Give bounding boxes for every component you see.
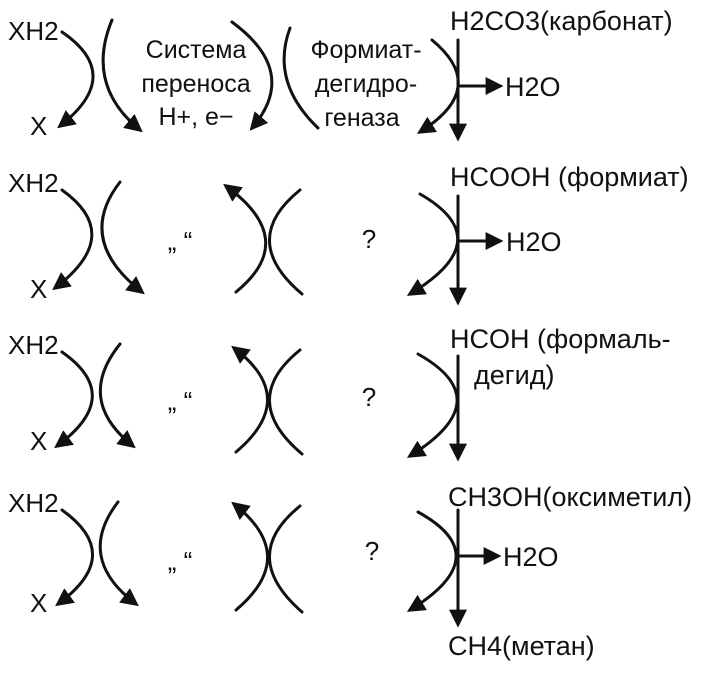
row-2-enzyme-unknown: ? [362, 224, 376, 254]
row-3-substrate-label-line-1: HCOH (формаль- [450, 324, 671, 354]
row-1-donor-arc [57, 30, 95, 129]
row-3-transfer-arc-left [98, 342, 136, 449]
row-3: XH2 X „ “ ? HCOH (формаль- дегид) [8, 324, 671, 462]
row-2-acceptor-label: X [30, 274, 47, 304]
row-2-substrate-arc [406, 192, 460, 296]
row-4-ditto-mark: „ “ [168, 546, 193, 576]
row-2-donor-label: XH2 [8, 168, 59, 198]
row-2-water-label: H2O [506, 227, 562, 257]
row-4-product-label: CH4(метан) [448, 631, 595, 661]
row-1-middle-2-line-1: Формиат- [310, 36, 421, 64]
row-3-acceptor-label: X [30, 426, 47, 456]
row-1-middle-2-line-2: дегидро- [315, 70, 417, 98]
row-4-transfer-arc-right [231, 501, 269, 612]
row-4-water-label: H2O [503, 542, 559, 572]
row-1-middle-2-line-3: геназа [324, 104, 399, 132]
row-3-transfer-arc-right [231, 345, 269, 454]
row-2-enzyme-arc-left [268, 188, 304, 296]
row-4-donor-arc [55, 508, 94, 607]
row-1-substrate-arc [416, 38, 460, 134]
row-1-middle-1-line-1: Система [146, 36, 247, 64]
row-4-enzyme-unknown: ? [365, 536, 379, 566]
row-4-acceptor-label: X [30, 588, 47, 618]
row-3-donor-arc [54, 350, 94, 449]
row-2: XH2 X „ “ ? HCOOH (формиат) H2O [8, 162, 689, 306]
row-3-ditto-mark: „ “ [168, 386, 193, 416]
row-1-donor-label: XH2 [8, 16, 59, 46]
row-4-donor-label: XH2 [8, 488, 59, 518]
row-3-substrate-label-line-2: дегид) [474, 360, 554, 390]
row-1-transfer-arc-left [101, 18, 143, 133]
row-3-enzyme-unknown: ? [362, 382, 376, 412]
row-1: XH2 X Система переноса H+, e− Формиат- д… [8, 6, 673, 142]
row-1-middle-1-line-3: H+, e− [158, 103, 233, 131]
row-1-water-label: H2O [505, 72, 561, 102]
row-2-donor-arc [52, 188, 94, 291]
row-2-substrate-label: HCOOH (формиат) [450, 162, 689, 192]
row-3-enzyme-arc-left [268, 348, 304, 456]
row-4-transfer-arc-left [98, 500, 139, 607]
row-1-middle-1-line-2: переноса [141, 70, 250, 98]
row-1-transfer-arc-right [230, 20, 274, 131]
row-4-substrate-arc [406, 510, 458, 612]
row-2-ditto-mark: „ “ [168, 226, 193, 256]
row-3-donor-label: XH2 [8, 330, 59, 360]
row-1-acceptor-label: X [30, 111, 47, 141]
row-4-substrate-label: CH3OH(оксиметил) [448, 482, 692, 512]
row-4-enzyme-arc-left [268, 504, 304, 614]
row-2-transfer-arc-right [223, 183, 268, 294]
row-3-substrate-arc [406, 352, 459, 458]
row-2-transfer-arc-left [100, 180, 145, 295]
row-1-substrate-label: H2CO3(карбонат) [450, 6, 673, 36]
row-4: XH2 X „ “ ? CH3OH(оксиметил) H2O CH4(мет… [8, 482, 692, 661]
row-1-enzyme-arc-left [282, 26, 320, 130]
